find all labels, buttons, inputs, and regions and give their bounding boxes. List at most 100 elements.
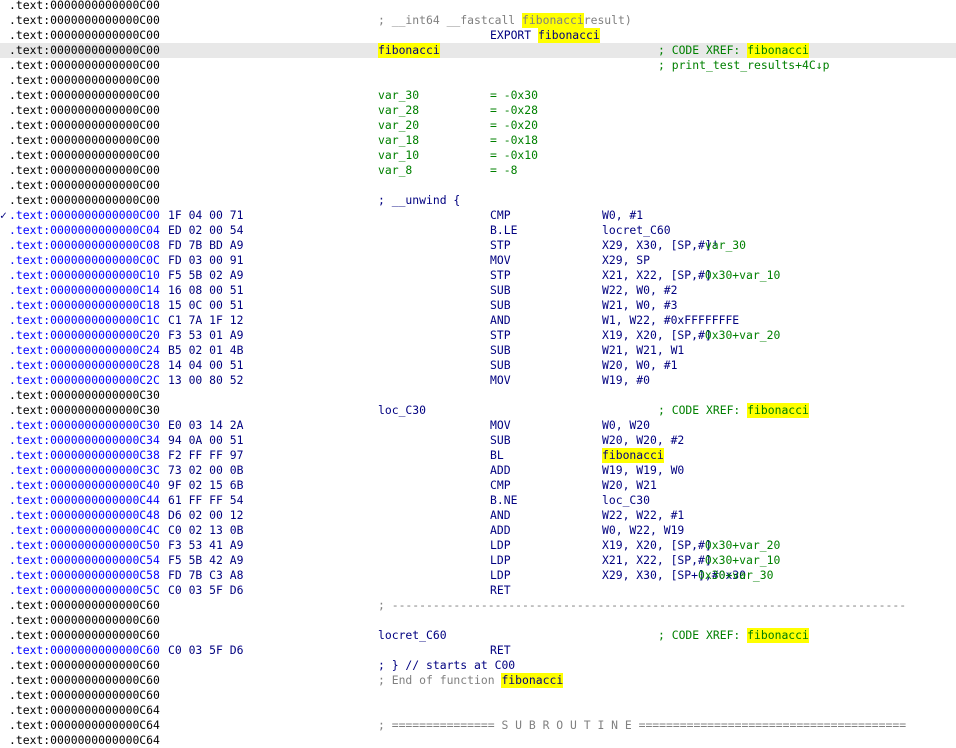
address[interactable]: .text:0000000000000C00 — [9, 163, 160, 177]
operands[interactable]: W20, W0, #1 — [602, 358, 678, 372]
address[interactable]: .text:0000000000000C00 — [9, 133, 160, 147]
function-name-highlight[interactable]: fibonacci — [747, 628, 809, 643]
address[interactable]: .text:0000000000000C00 — [9, 43, 160, 57]
address[interactable]: .text:0000000000000C38 — [9, 448, 160, 462]
address[interactable]: .text:0000000000000C00 — [9, 148, 160, 162]
operands[interactable]: W21, W21, W1 — [602, 343, 685, 357]
listing-line[interactable]: .text:0000000000000C30 — [0, 388, 956, 403]
mnemonic[interactable]: B.NE — [490, 493, 518, 507]
mnemonic[interactable]: STP — [490, 238, 511, 252]
listing-line[interactable]: .text:0000000000000C60 — [0, 613, 956, 628]
address[interactable]: .text:0000000000000C30 — [9, 403, 160, 417]
address[interactable]: .text:0000000000000C04 — [9, 223, 160, 237]
mnemonic[interactable]: AND — [490, 508, 511, 522]
operands[interactable]: X29, SP — [602, 253, 651, 267]
operands[interactable]: W22, W22, #1 — [602, 508, 685, 522]
address[interactable]: .text:0000000000000C00 — [9, 88, 160, 102]
operands[interactable]: W0, #1 — [602, 208, 644, 222]
address[interactable]: .text:0000000000000C44 — [9, 493, 160, 507]
address[interactable]: .text:0000000000000C00 — [9, 193, 160, 207]
address[interactable]: .text:0000000000000C64 — [9, 733, 160, 747]
stack-var-ref[interactable]: 0x30+var_10 — [704, 553, 781, 567]
listing-line[interactable]: .text:0000000000000C00 — [0, 178, 956, 193]
address[interactable]: .text:0000000000000C00 — [9, 73, 160, 87]
address[interactable]: .text:0000000000000C08 — [9, 238, 160, 252]
mnemonic[interactable]: MOV — [490, 253, 511, 267]
listing-line[interactable]: .text:0000000000000C00; print_test_resul… — [0, 58, 956, 73]
address[interactable]: .text:0000000000000C64 — [9, 718, 160, 732]
mnemonic[interactable]: LDP — [490, 538, 511, 552]
mnemonic[interactable]: MOV — [490, 373, 511, 387]
operands[interactable]: X21, X22, [SP,#0x30+var_10] — [602, 553, 781, 567]
mnemonic[interactable]: SUB — [490, 343, 511, 357]
address[interactable]: .text:0000000000000C00 — [9, 178, 160, 192]
address[interactable]: .text:0000000000000C00 — [9, 0, 160, 12]
mnemonic[interactable]: SUB — [490, 433, 511, 447]
address[interactable]: .text:0000000000000C5C — [9, 583, 160, 597]
mnemonic[interactable]: CMP — [490, 478, 511, 492]
address[interactable]: .text:0000000000000C54 — [9, 553, 160, 567]
address[interactable]: .text:0000000000000C60 — [9, 658, 160, 672]
address[interactable]: .text:0000000000000C0C — [9, 253, 160, 267]
operands[interactable]: W20, W20, #2 — [602, 433, 685, 447]
stack-var-ref[interactable]: 0x30+var_10 — [704, 268, 781, 282]
xref-comment[interactable]: ; CODE XREF: fibonacci+4↑j — [658, 628, 809, 643]
address[interactable]: .text:0000000000000C60 — [9, 643, 160, 657]
operands[interactable]: loc_C30 — [602, 493, 651, 507]
operands[interactable]: X21, X22, [SP,#0x30+var_10] — [602, 268, 781, 282]
mnemonic[interactable]: LDP — [490, 553, 511, 567]
function-name-highlight[interactable]: fibonacci — [501, 673, 564, 688]
mnemonic[interactable]: B.LE — [490, 223, 518, 237]
stack-var-ref[interactable]: 0x30+var_30 — [698, 568, 774, 582]
address[interactable]: .text:0000000000000C4C — [9, 523, 160, 537]
stack-var-name[interactable]: var_28 — [378, 103, 420, 117]
address[interactable]: .text:0000000000000C28 — [9, 358, 160, 372]
operands[interactable]: W1, W22, #0xFFFFFFFE — [602, 313, 740, 327]
address[interactable]: .text:0000000000000C2C — [9, 373, 160, 387]
mnemonic[interactable]: LDP — [490, 568, 511, 582]
address[interactable]: .text:0000000000000C60 — [9, 688, 160, 702]
stack-var-name[interactable]: var_8 — [378, 163, 413, 177]
address[interactable]: .text:0000000000000C60 — [9, 613, 160, 627]
operands[interactable]: X19, X20, [SP,#0x30+var_20] — [602, 538, 781, 552]
mnemonic[interactable]: RET — [490, 583, 511, 597]
address[interactable]: .text:0000000000000C50 — [9, 538, 160, 552]
address[interactable]: .text:0000000000000C10 — [9, 268, 160, 282]
operands[interactable]: W22, W0, #2 — [602, 283, 678, 297]
listing-line[interactable]: .text:0000000000000C60 — [0, 688, 956, 703]
address[interactable]: .text:0000000000000C00 — [9, 103, 160, 117]
mnemonic[interactable]: STP — [490, 328, 511, 342]
function-label[interactable]: fibonacci — [378, 43, 440, 58]
stack-var-ref[interactable]: 0x30+var_20 — [704, 328, 781, 342]
stack-var-ref[interactable]: var_30 — [704, 238, 747, 252]
address[interactable]: .text:0000000000000C48 — [9, 508, 160, 522]
address[interactable]: .text:0000000000000C00 — [9, 28, 160, 42]
address[interactable]: .text:0000000000000C60 — [9, 628, 160, 642]
mnemonic[interactable]: RET — [490, 643, 511, 657]
mnemonic[interactable]: CMP — [490, 208, 511, 222]
operands[interactable]: X29, X30, [SP+0x30+var_30],#0x30 — [602, 568, 774, 582]
operands[interactable]: X19, X20, [SP,#0x30+var_20] — [602, 328, 781, 342]
function-name-highlight[interactable]: fibonacci — [747, 43, 809, 58]
stack-var-name[interactable]: var_30 — [378, 88, 420, 102]
listing-line[interactable]: .text:0000000000000C64 — [0, 703, 956, 718]
